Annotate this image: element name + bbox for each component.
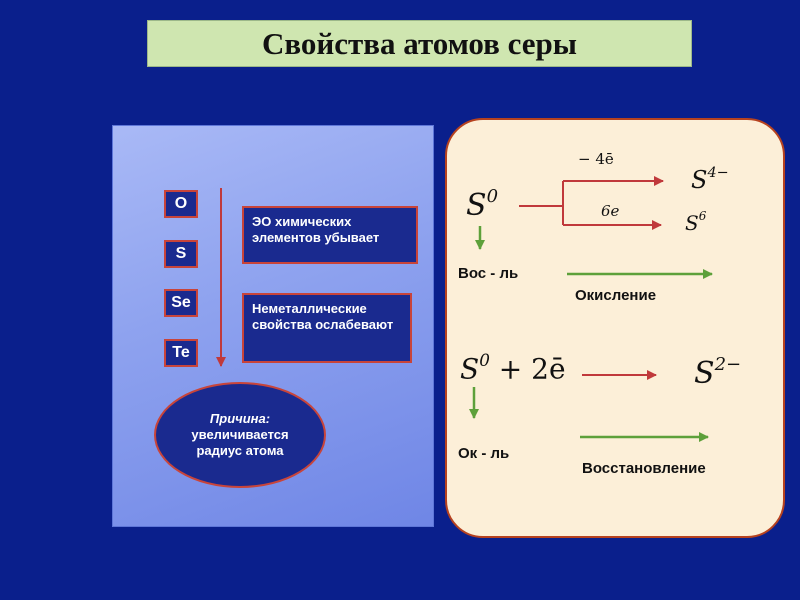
reaction1-product-bottom: S6 (685, 209, 707, 235)
nonmetallic-text: Неметаллические свойства ослабевают (252, 301, 394, 332)
reason-heading: Причина: (209, 411, 271, 426)
reaction2-reactant-charge: 0 (479, 350, 490, 370)
nonmetallic-box: Неметаллические свойства ослабевают (242, 293, 412, 363)
reaction1-branch-bottom-label: 6e (601, 202, 620, 220)
reaction2-reactant-symbol: S (460, 352, 480, 386)
reason-oval: Причина: увеличивается радиус атома (154, 382, 326, 488)
reaction2-product-charge: 2− (714, 354, 742, 375)
element-box-o: O (164, 190, 198, 218)
reaction1-reactant-symbol: S (466, 188, 487, 223)
reaction1-product-top-symbol: S (691, 166, 708, 194)
reason-line-2: радиус атома (196, 443, 284, 458)
reaction1-reactant: S0 (466, 186, 499, 223)
reaction1-product-top: S4− (691, 165, 729, 194)
slide-title-bar: Свойства атомов серы (147, 20, 692, 67)
right-panel (445, 118, 785, 538)
reason-line-1: увеличивается (191, 427, 289, 442)
reaction2-process: Восстановление (582, 460, 706, 477)
element-label-se: Se (171, 294, 191, 311)
element-label-te: Te (172, 344, 190, 361)
reaction2-product: S2− (694, 354, 742, 391)
reaction1-product-bottom-symbol: S (685, 211, 699, 235)
electronegativity-text: ЭО химических элементов убывает (252, 214, 380, 245)
reaction2-role: Ок - ль (458, 445, 510, 462)
reaction1-product-bottom-charge: 6 (698, 209, 707, 224)
reaction2-reactant: S0 + 2ē (460, 350, 566, 386)
reaction2-electrons: + 2ē (498, 352, 566, 386)
element-label-s: S (175, 245, 187, 262)
element-box-te: Te (164, 339, 198, 367)
reaction2-product-symbol: S (694, 356, 715, 391)
element-box-se: Se (164, 289, 198, 317)
electronegativity-box: ЭО химических элементов убывает (242, 206, 418, 264)
reaction1-branch-top-label: − 4ē (578, 150, 614, 168)
slide-title: Свойства атомов серы (262, 25, 577, 61)
element-box-s: S (164, 240, 198, 268)
element-label-o: O (174, 195, 188, 212)
reaction1-product-top-charge: 4− (707, 165, 729, 181)
reaction1-process: Окисление (575, 287, 657, 304)
reaction1-reactant-charge: 0 (486, 186, 499, 207)
reaction1-role: Вос - ль (458, 265, 519, 282)
